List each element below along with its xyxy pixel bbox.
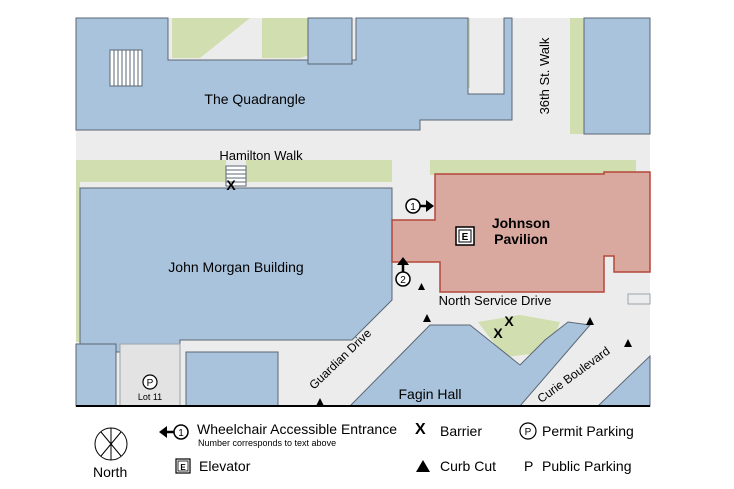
label-johnson-line2: Pavilion	[494, 231, 548, 247]
fagin-hall	[348, 321, 591, 407]
label-north-service-drive: North Service Drive	[439, 293, 552, 308]
legend-barrier: Barrier	[440, 423, 483, 439]
curb-cut-icon	[586, 317, 594, 325]
hamilton-stairs	[225, 165, 247, 187]
curb-cut-legend-icon	[416, 460, 430, 472]
lawn-36th	[570, 18, 584, 134]
lawn-north-2	[262, 18, 320, 58]
permit-parking-legend-icon: P	[519, 422, 537, 440]
label-john-morgan: John Morgan Building	[168, 259, 303, 275]
lawn-hamilton-far-east	[430, 160, 636, 175]
entrance-2-icon[interactable]: 2	[395, 257, 411, 287]
legend-public-parking: Public Parking	[542, 458, 632, 474]
label-hamilton-walk: Hamilton Walk	[219, 148, 303, 163]
curb-cuts	[316, 283, 632, 406]
building-lower-left	[75, 343, 117, 407]
curb-cut-icon	[423, 314, 431, 322]
elevator-icon: E	[455, 226, 475, 246]
legend-wheelchair-note: Number corresponds to text above	[198, 438, 337, 448]
label-fagin-hall: Fagin Hall	[398, 386, 461, 402]
curb-cut-icon	[316, 398, 324, 406]
building-lower-middle	[185, 351, 279, 407]
quadrangle-building	[75, 17, 513, 131]
lawn-north-1	[172, 18, 250, 58]
wheelchair-entrance-number: 1	[178, 428, 184, 439]
campus-map: The Quadrangle Hamilton Walk 36th St. Wa…	[75, 17, 651, 407]
barrier-icon: X	[226, 177, 236, 193]
label-quadrangle: The Quadrangle	[204, 91, 305, 107]
entrance-1-icon[interactable]: 1	[405, 198, 434, 214]
north-compass-icon	[94, 427, 128, 461]
legend-north: North	[93, 464, 128, 480]
svg-text:1: 1	[410, 202, 416, 213]
barrier-icon: X	[493, 325, 503, 341]
quadrangle-wing	[307, 17, 353, 65]
lawn-hamilton-west	[76, 160, 226, 182]
wheelchair-entrance-icon: 1	[159, 424, 189, 440]
elevator-legend-icon: E	[175, 458, 191, 474]
label-lot-11: Lot 11	[138, 392, 162, 402]
barrier-legend-icon: X	[415, 421, 426, 438]
lawn-left-edge	[76, 182, 80, 342]
legend-curb-cut: Curb Cut	[440, 458, 497, 474]
svg-text:2: 2	[400, 275, 406, 286]
legend-permit-parking: Permit Parking	[542, 423, 634, 439]
lawn-hamilton-east	[246, 160, 392, 182]
johnson-pavilion	[391, 171, 651, 293]
barrier-icon: X	[504, 313, 514, 329]
legend-wheelchair: Wheelchair Accessible Entrance	[197, 421, 397, 437]
svg-text:P: P	[147, 378, 154, 389]
building-36th-east	[583, 17, 651, 135]
label-36th-walk: 36th St. Walk	[537, 37, 552, 114]
quad-stairs	[109, 49, 143, 87]
legend-elevator: Elevator	[199, 458, 251, 474]
curb-cut-icon	[624, 339, 632, 347]
public-parking-legend-icon: P	[524, 458, 534, 474]
label-johnson-line1: Johnson	[492, 215, 550, 231]
parking-spot	[627, 293, 651, 305]
svg-text:E: E	[462, 232, 469, 243]
permit-parking-legend-glyph: P	[525, 427, 532, 438]
legend: North 1 Wheelchair Accessible Entrance N…	[0, 408, 734, 489]
elevator-legend-glyph: E	[180, 463, 186, 472]
curb-cut-icon	[418, 283, 425, 290]
permit-parking-icon: P	[142, 374, 158, 390]
